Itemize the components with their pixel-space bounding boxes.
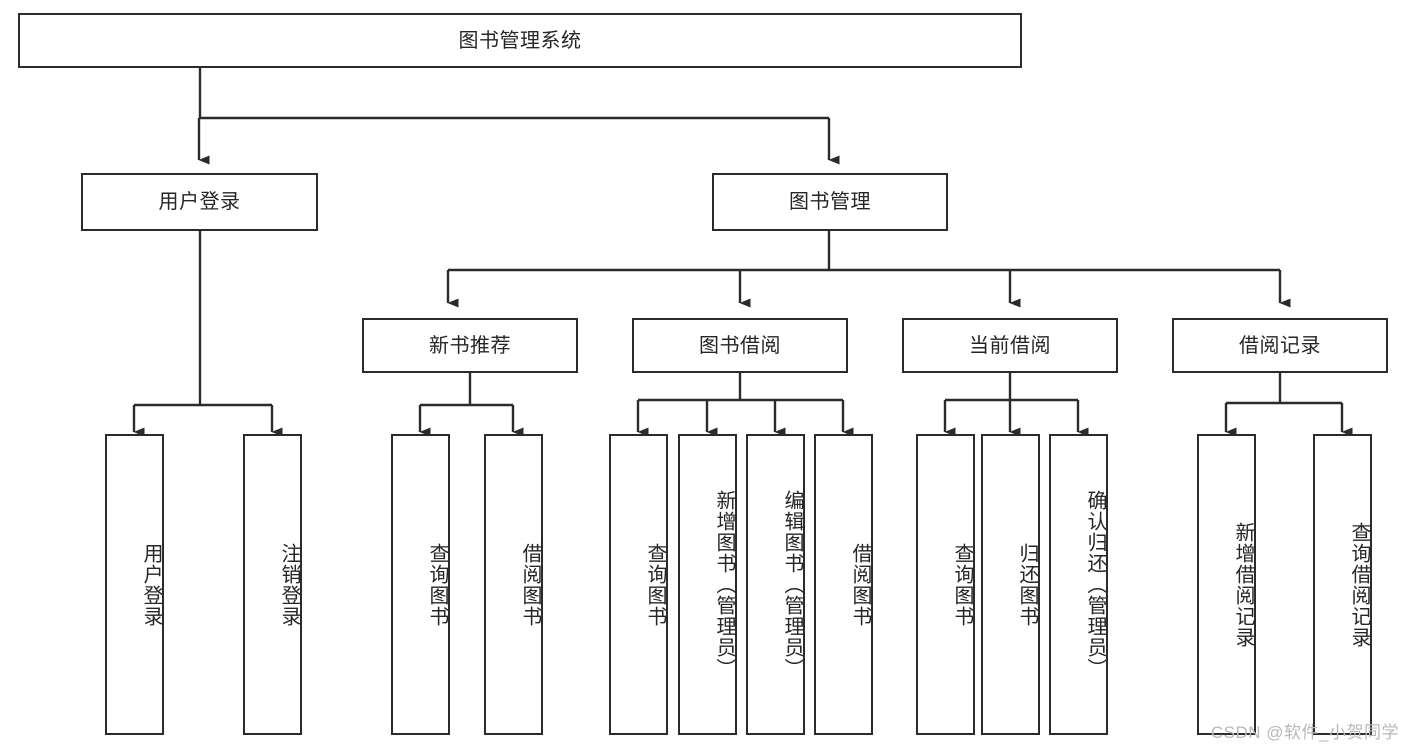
node-label: 图书管理 — [789, 191, 871, 213]
node-label: 用户登录 — [140, 542, 162, 627]
leaf-record-add-record[interactable]: 新增借阅记录 — [1197, 434, 1256, 735]
leaf-current-query-book[interactable]: 查询图书 — [916, 434, 975, 735]
node-label: 编辑图书（管理员） — [781, 490, 803, 679]
leaf-borrow-add-book-admin[interactable]: 新增图书（管理员） — [678, 434, 737, 735]
leaf-recommend-borrow-book[interactable]: 借阅图书 — [484, 434, 543, 735]
leaf-logout[interactable]: 注销登录 — [243, 434, 302, 735]
node-borrow-record[interactable]: 借阅记录 — [1172, 318, 1388, 373]
node-label: 查询图书 — [951, 542, 973, 627]
node-current-borrow[interactable]: 当前借阅 — [902, 318, 1118, 373]
node-label: 新增图书（管理员） — [713, 490, 735, 679]
node-label: 图书管理系统 — [458, 29, 582, 52]
leaf-user-login[interactable]: 用户登录 — [105, 434, 164, 735]
node-book-management[interactable]: 图书管理 — [712, 173, 948, 231]
node-book-borrow[interactable]: 图书借阅 — [632, 318, 848, 373]
edges-borrow-record-to-leaves — [1224, 373, 1353, 437]
csdn-watermark: CSDN @软件_小贺同学 — [1210, 723, 1399, 742]
node-label: 图书借阅 — [699, 334, 781, 357]
node-label: 借阅图书 — [849, 542, 871, 627]
leaf-current-confirm-return-admin[interactable]: 确认归还（管理员） — [1049, 434, 1108, 735]
node-label: 确认归还（管理员） — [1084, 490, 1106, 679]
node-label: 新书推荐 — [429, 334, 511, 357]
node-label: 查询图书 — [426, 542, 448, 627]
node-label: 注销登录 — [278, 542, 300, 627]
leaf-current-return-book[interactable]: 归还图书 — [981, 434, 1040, 735]
node-label: 用户登录 — [158, 191, 241, 213]
edges-user-login-to-leaves — [132, 231, 283, 437]
leaf-borrow-query-book[interactable]: 查询图书 — [609, 434, 668, 735]
node-label: 当前借阅 — [969, 334, 1051, 357]
node-root-library-system[interactable]: 图书管理系统 — [18, 13, 1022, 68]
edges-book-borrow-to-leaves — [636, 373, 854, 437]
leaf-record-query-record[interactable]: 查询借阅记录 — [1313, 434, 1372, 735]
node-label: 新增借阅记录 — [1232, 521, 1254, 648]
node-label: 归还图书 — [1016, 542, 1038, 627]
edges-root-to-level2 — [197, 68, 840, 165]
leaf-borrow-borrow-book[interactable]: 借阅图书 — [814, 434, 873, 735]
leaf-recommend-query-book[interactable]: 查询图书 — [391, 434, 450, 735]
edges-new-book-to-leaves — [418, 373, 524, 437]
edges-current-borrow-to-leaves — [943, 373, 1089, 437]
edges-book-manage-to-level3 — [446, 231, 1291, 308]
node-label: 借阅图书 — [519, 542, 541, 627]
node-label: 借阅记录 — [1239, 334, 1321, 357]
node-label: 查询图书 — [644, 542, 666, 627]
leaf-borrow-edit-book-admin[interactable]: 编辑图书（管理员） — [746, 434, 805, 735]
node-new-book-recommend[interactable]: 新书推荐 — [362, 318, 578, 373]
node-label: 查询借阅记录 — [1348, 521, 1370, 648]
node-user-login[interactable]: 用户登录 — [81, 173, 318, 231]
